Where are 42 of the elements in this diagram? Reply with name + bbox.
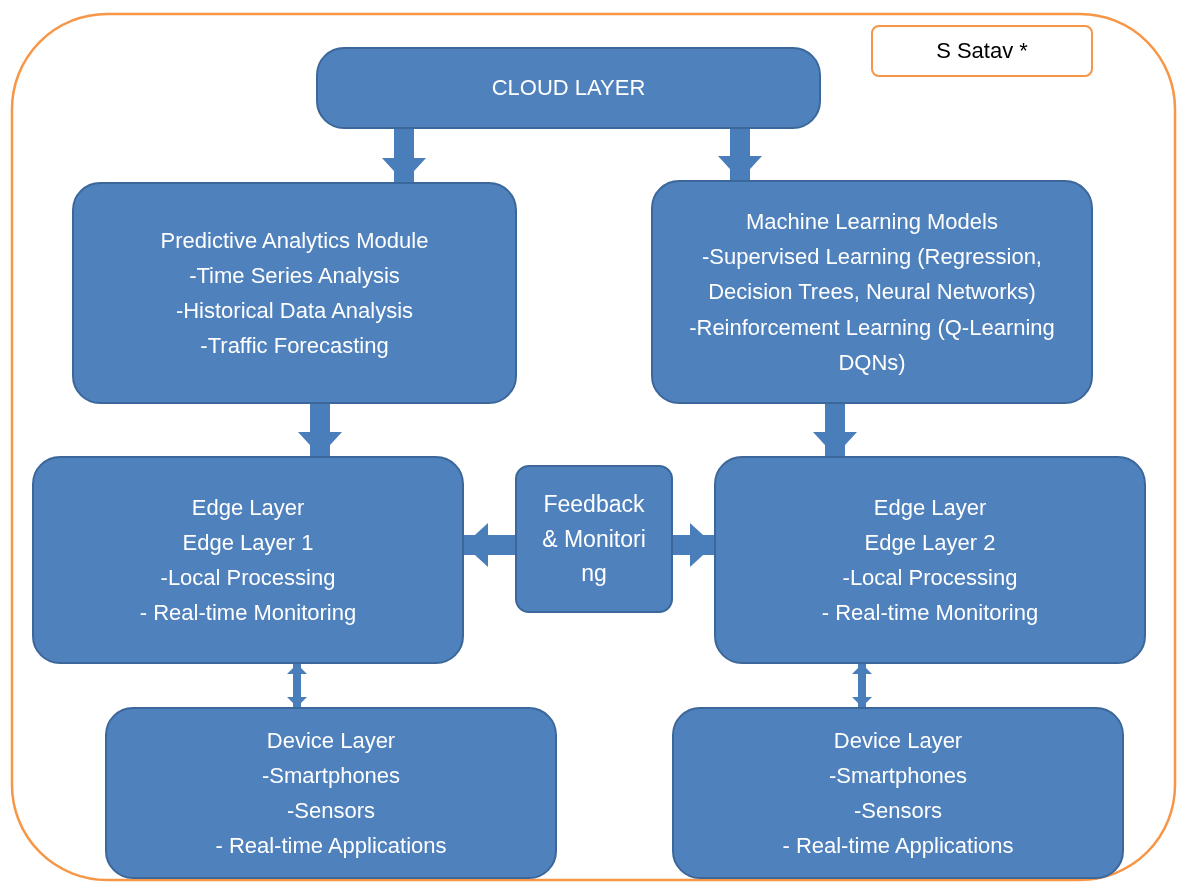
- box-text: S Satav *: [936, 37, 1028, 66]
- layer-box: [72, 182, 517, 404]
- block-arrow: [813, 404, 857, 456]
- box-text: -Sensors: [286, 797, 375, 825]
- box-text: -Local Processing: [160, 564, 336, 592]
- box-heading: Device Layer: [266, 726, 396, 755]
- author-box: [871, 25, 1093, 77]
- box-text: - Real-time Monitoring: [139, 599, 357, 628]
- layer-box: [316, 47, 821, 129]
- box-text: Edge Layer 1: [182, 528, 314, 557]
- box-text: -Supervised Learning (Regression, Decision Trees, Neural Networks): [701, 243, 1043, 307]
- layer-box: [105, 707, 557, 879]
- block-arrow: [673, 523, 714, 567]
- box-text: - Real-time Applications: [782, 832, 1014, 861]
- block-arrow: [298, 404, 342, 456]
- layer-box: [32, 456, 464, 664]
- box-text: -Smartphones: [828, 761, 968, 790]
- feedback-box: [515, 465, 673, 613]
- box-text: CLOUD LAYER: [491, 74, 646, 103]
- block-arrow: [382, 129, 426, 182]
- box-text: Feedback & Monitoring: [541, 490, 647, 589]
- box-text: - Real-time Applications: [215, 832, 447, 861]
- box-text: -Historical Data Analysis: [175, 297, 414, 325]
- layer-box: [714, 456, 1146, 664]
- box-heading: Device Layer: [833, 726, 963, 755]
- box-heading: Edge Layer: [191, 493, 305, 522]
- layer-box: [651, 180, 1093, 404]
- layer-box: [672, 707, 1124, 879]
- box-heading: Machine Learning Models: [746, 208, 998, 237]
- box-text: -Sensors: [853, 797, 942, 825]
- box-text: - Real-time Monitoring: [821, 599, 1039, 628]
- box-text: -Reinforcement Learning (Q-Learning DQNs): [688, 313, 1056, 377]
- box-heading: Predictive Analytics Module: [160, 226, 429, 255]
- double-arrow: [852, 664, 872, 707]
- box-heading: Edge Layer: [873, 493, 987, 522]
- box-text: -Traffic Forecasting: [200, 332, 389, 361]
- box-text: -Time Series Analysis: [189, 261, 400, 290]
- box-text: Edge Layer 2: [864, 528, 996, 557]
- box-text: -Local Processing: [842, 564, 1018, 592]
- box-text: -Smartphones: [261, 761, 401, 790]
- block-arrow: [718, 129, 762, 180]
- block-arrow: [464, 523, 515, 567]
